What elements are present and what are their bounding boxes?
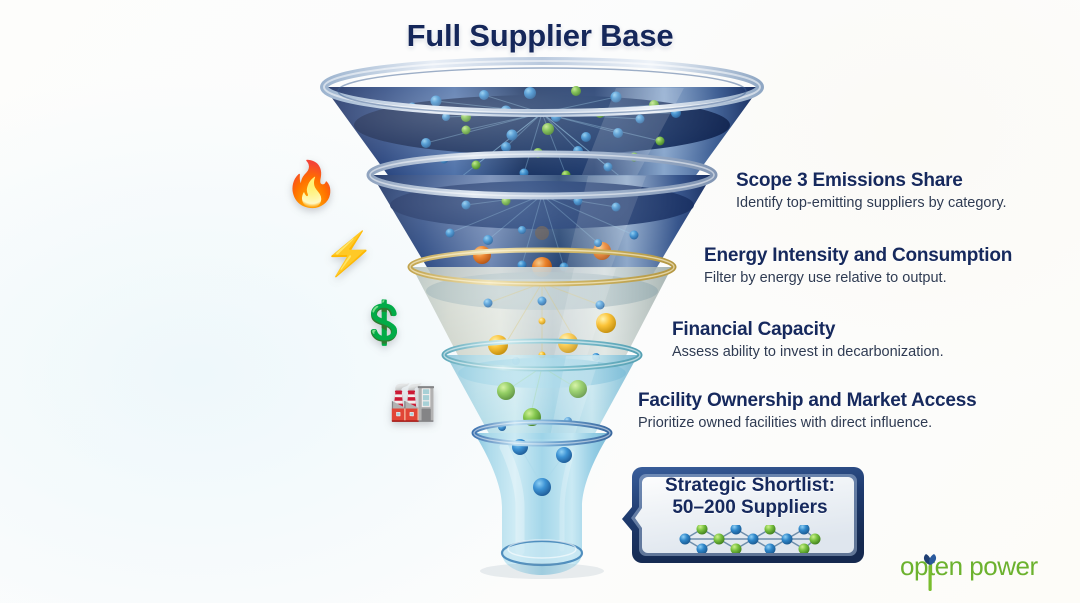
funnel-tier-scope3 — [320, 57, 764, 189]
stage-title: Scope 3 Emissions Share — [736, 170, 963, 191]
stage-title: Facility Ownership and Market Access — [638, 390, 977, 411]
stage-label-facility: Facility Ownership and Market Access Pri… — [638, 390, 977, 431]
stage-description: Identify top-emitting suppliers by categ… — [736, 195, 1007, 211]
stage-label-energy: Energy Intensity and Consumption Filter … — [704, 245, 1012, 286]
factory-gear-icon: 🏭 — [389, 381, 437, 423]
stage-description: Assess ability to invest in decarbonizat… — [672, 344, 944, 360]
opten-power-logo: opten power — [896, 547, 1064, 595]
stage-label-financial: Financial Capacity Assess ability to inv… — [672, 319, 944, 360]
logo-text: opten power — [900, 551, 1038, 581]
callout-content: Strategic Shortlist: 50–200 Suppliers — [642, 475, 858, 554]
fire-icon: 🔥 — [284, 160, 339, 209]
callout-line-1: Strategic Shortlist: — [665, 475, 835, 496]
leaf-sprout-icon — [923, 554, 937, 591]
funnel-tier-financial — [441, 338, 643, 439]
stage-title: Energy Intensity and Consumption — [704, 245, 1013, 266]
page-title: Full Supplier Base — [406, 18, 674, 53]
stage-title: Financial Capacity — [672, 319, 836, 340]
funnel-stem — [471, 419, 613, 575]
stage-label-scope3: Scope 3 Emissions Share Identify top-emi… — [736, 170, 1007, 211]
supplier-prioritization-funnel — [316, 55, 768, 580]
stage-description: Filter by energy use relative to output. — [704, 270, 947, 286]
supplier-network-icon — [642, 525, 858, 554]
stage-description: Prioritize owned facilities with direct … — [638, 415, 933, 431]
callout-line-2: 50–200 Suppliers — [672, 497, 828, 519]
lightning-bolt-icon: ⚡ — [323, 230, 376, 277]
dollar-sign-icon: 💲 — [358, 299, 411, 346]
strategic-shortlist-callout: Strategic Shortlist: 50–200 Suppliers — [620, 463, 868, 567]
